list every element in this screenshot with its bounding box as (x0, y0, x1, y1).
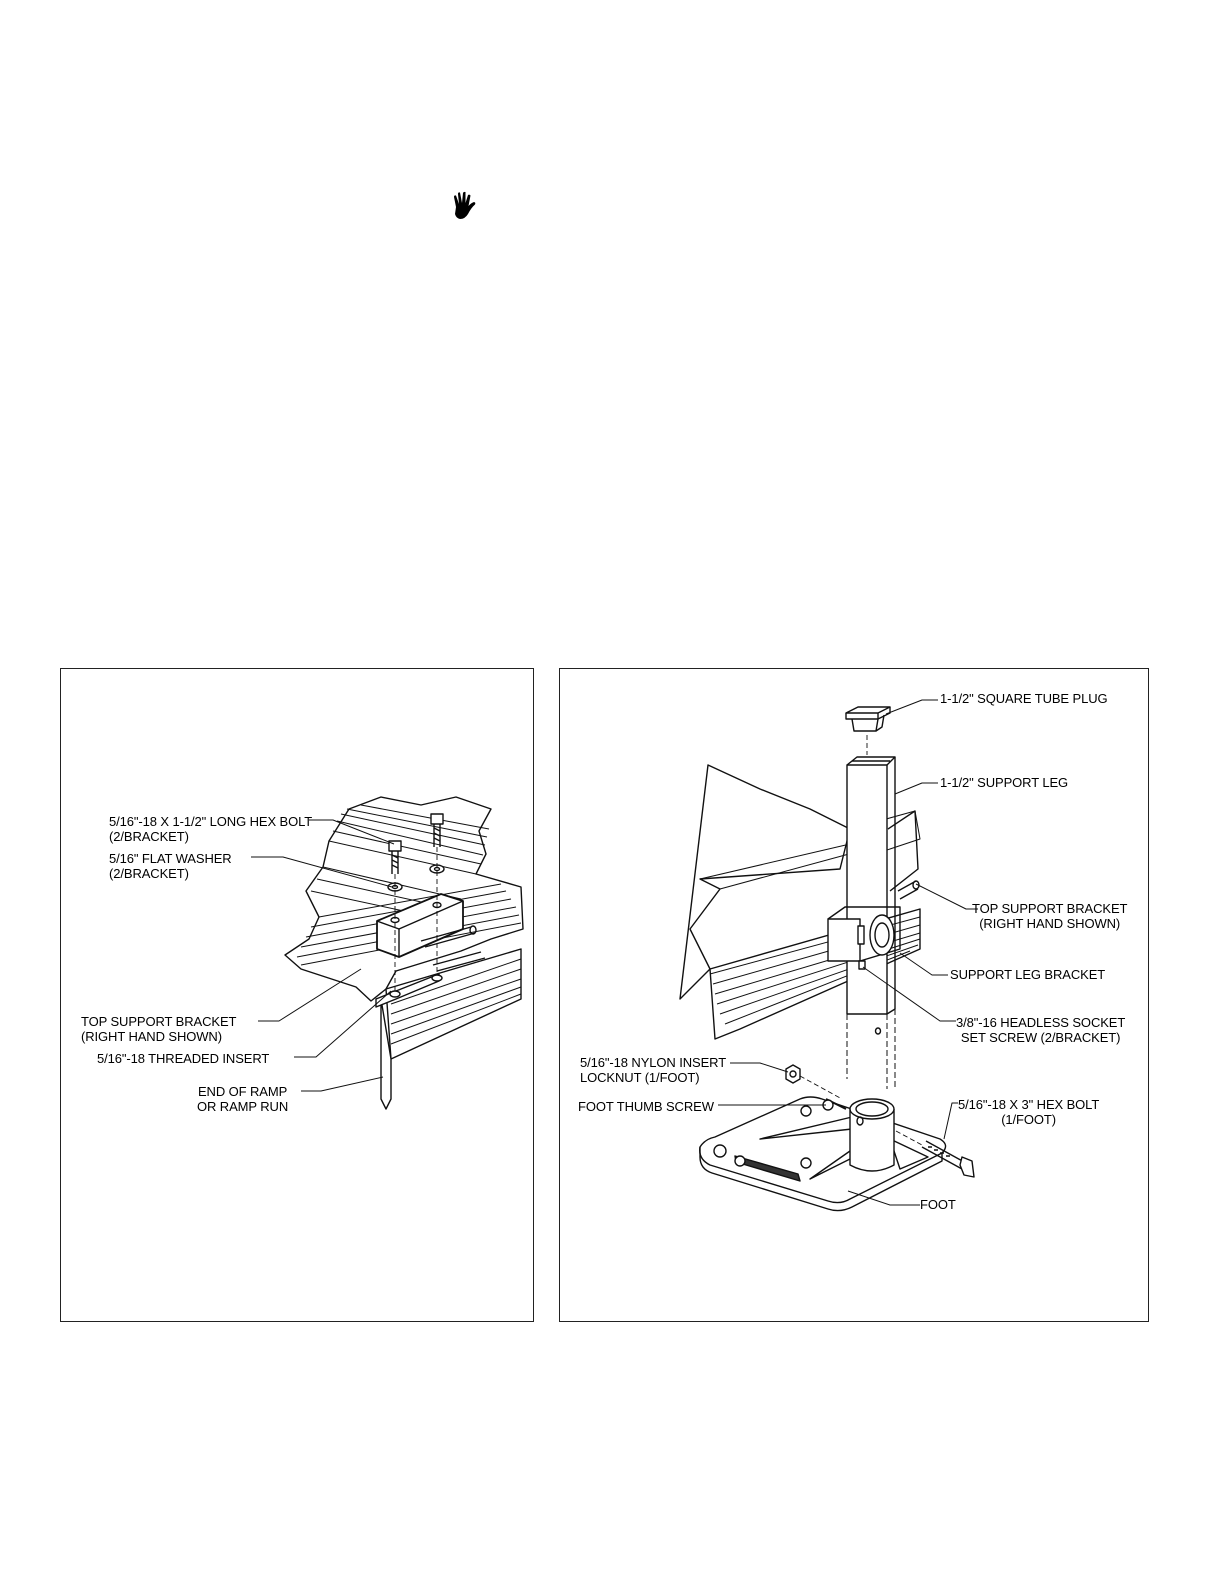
support-leg-illustration (679, 699, 978, 1212)
hex-bolt-right (430, 813, 444, 847)
label-square-tube-plug: 1-1/2" SQUARE TUBE PLUG (940, 691, 1108, 706)
label-support-leg-bracket: SUPPORT LEG BRACKET (950, 967, 1106, 982)
label-flat-washer: 5/16" FLAT WASHER (2/BRACKET) (109, 851, 232, 881)
ramp-end-face (385, 948, 522, 1060)
hand-stop-icon (454, 191, 476, 219)
hex-bolt-left (388, 840, 402, 874)
label-support-leg: 1-1/2" SUPPORT LEG (940, 775, 1069, 790)
label-top-support-bracket: TOP SUPPORT BRACKET (RIGHT HAND SHOWN) (81, 1014, 237, 1044)
support-leg-bracket (827, 906, 901, 970)
ramp-bracket-illustration (251, 796, 524, 1110)
label-set-screw: 3/8"-16 HEADLESS SOCKET SET SCREW (2/BRA… (956, 1015, 1126, 1045)
ramp-bracket-diagram-panel: 5/16"-18 X 1-1/2" LONG HEX BOLT (2/BRACK… (60, 668, 534, 1322)
label-top-support-bracket: TOP SUPPORT BRACKET (RIGHT HAND SHOWN) (972, 901, 1128, 931)
label-end-of-ramp: END OF RAMP OR RAMP RUN (197, 1084, 289, 1114)
ramp-deck-surface (284, 796, 524, 1002)
label-hex-bolt: 5/16"-18 X 1-1/2" LONG HEX BOLT (2/BRACK… (109, 814, 313, 844)
label-foot-thumb-screw: FOOT THUMB SCREW (578, 1099, 714, 1114)
label-threaded-insert: 5/16"-18 THREADED INSERT (97, 1051, 270, 1066)
support-leg (846, 756, 896, 1035)
square-tube-plug (845, 706, 891, 732)
nylon-locknut (785, 1064, 801, 1084)
label-locknut: 5/16"-18 NYLON INSERT LOCKNUT (1/FOOT) (580, 1055, 727, 1085)
foot-hex-bolt (921, 1140, 975, 1178)
label-foot: FOOT (920, 1197, 956, 1212)
label-hex-bolt: 5/16"-18 X 3" HEX BOLT (1/FOOT) (958, 1097, 1100, 1127)
support-leg-diagram-panel: 1-1/2" SQUARE TUBE PLUG 1-1/2" SUPPORT L… (559, 668, 1149, 1322)
foot-base (699, 1096, 947, 1212)
